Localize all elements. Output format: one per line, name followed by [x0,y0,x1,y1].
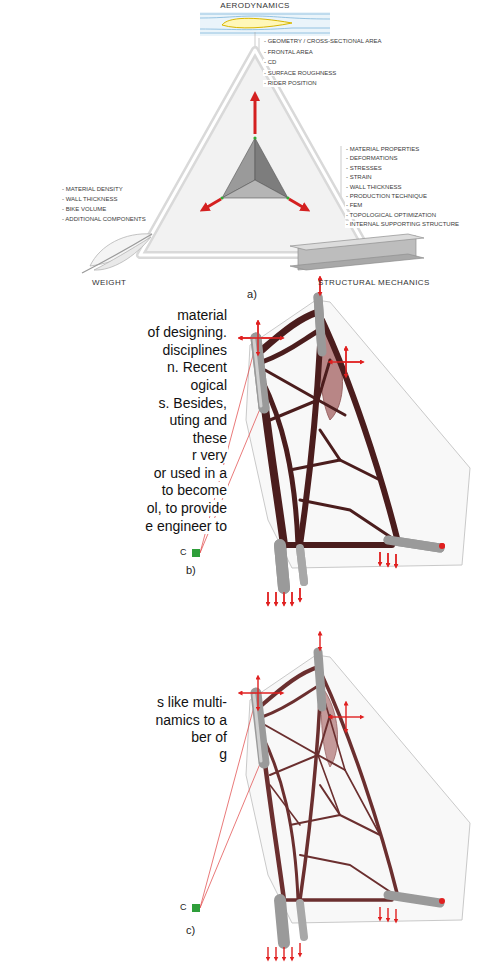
vertex-label: AERODYNAMICS [220,1,290,10]
design-space [246,300,470,568]
body-text-fragment: of designing. [147,324,228,340]
parameter-item: - GEOMETRY / CROSS-SECTIONAL AREA [263,38,383,45]
parameter-item: - WALL THICKNESS [62,196,117,203]
frame-member [290,815,380,835]
body-text-fragment: uting and [168,412,228,428]
triangle-highlight [140,50,370,255]
body-text-fragment: s. Besides, [158,395,228,411]
flow-field [200,12,330,36]
subfigure-label: a) [247,288,257,301]
body-text-fragment: material [176,307,228,323]
body-text-fragment: or used in a [153,465,228,481]
frame-member [318,755,340,815]
body-text-fragment: namics to a [154,712,228,728]
load-fixtures [192,300,470,568]
frame-member [300,700,320,900]
subfigure-label: c) [186,924,195,937]
body-text-fragment: ber of [190,729,228,745]
parameter-item: - WALL THICKNESS [345,184,402,191]
body-text-fragment: disciplines [161,342,228,358]
frame-member [345,770,380,835]
body-text-fragment: ol, to provide [146,500,228,516]
feather-vane [94,237,151,270]
direction-arrow [289,199,306,209]
i-beam-flange [290,254,424,270]
parameter-item: - STRAIN [345,174,373,181]
frame-member [262,330,320,362]
parameter-item: - SURFACE ROUGHNESS [263,70,337,77]
parameter-item: - MATERIAL PROPERTIES [345,146,420,153]
body-text-fragment: s like multi- [156,694,228,710]
frame-member [290,460,380,480]
parameter-item: - RIDER POSITION [263,80,318,87]
vertex-dot [253,136,256,139]
parameter-item: - PRODUCTION TECHNIQUE [345,193,428,200]
triangle-frame [140,50,370,255]
frame-member [300,500,395,540]
parameter-item: - FEM [345,202,363,209]
feather-quill [82,234,152,273]
frame-member [262,312,318,350]
tube-cylinders [240,278,445,604]
airfoil [222,18,292,28]
frame-member [322,675,398,897]
flow-line [200,28,330,30]
parameter-item: - INTERNAL SUPPORTING STRUCTURE [345,221,460,228]
vertex-label: STRUCTURAL MECHANICS [318,278,430,287]
frame-member [270,400,345,420]
parameter-item: - TOPOLOGICAL OPTIMIZATION [345,212,437,219]
body-text-fragment: these [192,430,228,446]
frame-member [265,725,318,755]
body-text-fragment: e engineer to [144,518,228,534]
subfigure-label: b) [186,564,196,577]
body-text-fragment: g [218,746,228,762]
tube-cylinders [240,633,445,959]
body-text-fragment: n. Recent [166,359,228,375]
parameter-item: - BIKE VOLUME [62,206,106,213]
parameter-item: - ADDITIONAL COMPONENTS [62,216,146,223]
flow-line [200,16,330,19]
optimized-frame [262,312,398,545]
frame-member [318,715,330,755]
frame-member [270,755,345,775]
frame-member [320,430,340,460]
frame-member [265,370,318,400]
frame-member [300,855,395,895]
frame-member [300,345,320,545]
flow-lines [200,14,330,33]
frame-member [264,755,284,900]
optimized-frame [262,667,398,900]
constraint-marker [192,549,200,557]
direction-arrow [254,96,257,134]
parameter-item: - FRONTAL AREA [263,49,314,56]
direction-arrow [204,199,221,209]
frame-member [318,360,330,400]
pyramid-face [222,180,288,198]
body-text-fragment: ogical [189,377,228,393]
flow-line [200,33,330,34]
i-beam-icon [290,234,424,270]
parameter-item: - STRESSES [345,165,383,172]
triangle-diagram [82,12,424,273]
frame-member [262,667,318,705]
parameter-item: - MATERIAL DENSITY [62,186,123,193]
i-beam-flange [290,234,424,250]
body-text-fragment: r very [191,447,228,463]
flow-line [200,14,330,15]
constraint-label: C [180,902,187,912]
frame-member [270,785,300,825]
parameter-item: - CD [263,59,277,66]
frame-member [322,320,398,542]
vertex-label: WEIGHT [92,278,126,287]
feather-icon [82,234,152,273]
parameter-item: - DEFORMATIONS [345,155,399,162]
body-text-fragment: to become [161,482,228,498]
frame-member [262,685,320,717]
load-fixtures [192,655,470,923]
constraint-label: C [180,547,187,557]
tube-cylinders [240,278,445,604]
